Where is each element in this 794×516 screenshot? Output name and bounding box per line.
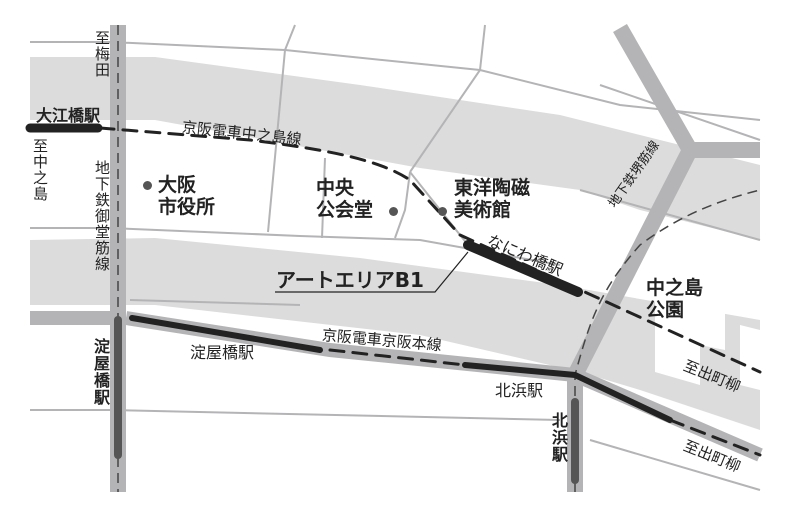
landmark-city-hall: 大阪 市役所 [158,174,216,218]
station-kitahama-keihan: 北浜駅 [495,381,544,400]
line-midosuji: 地下鉄御堂筋線 [93,160,111,272]
direction-nakanoshima: 至中之島 [31,138,49,202]
landmark-museum: 東洋陶磁 美術館 [454,177,531,221]
yodoyabashi-platform [129,315,323,353]
river-upper [30,57,760,240]
river-lower [30,238,760,430]
park-block-2 [740,325,760,390]
station-yodoyabashi-subway: 淀屋橋駅 [91,338,110,406]
public-hall-marker [389,207,398,216]
target-leader [275,251,469,293]
station-yodoyabashi-keihan: 淀屋橋駅 [190,343,255,362]
naniwabashi-platform [463,240,583,297]
subway-platforms [114,316,579,484]
museum-marker [438,207,447,216]
park-blocks [655,300,725,385]
keihan-lines [25,123,762,457]
landmark-public-hall: 中央 公会堂 [316,177,374,221]
station-kitahama-subway: 北浜駅 [549,412,568,463]
target-art-area-b1: アートエリアB1 [276,268,424,292]
kitahama-platform [462,362,673,423]
station-oebashi: 大江橋駅 [36,106,101,125]
city-hall-marker [143,181,152,190]
landmark-park: 中之島 公園 [646,277,704,321]
direction-umeda: 至梅田 [93,30,111,78]
